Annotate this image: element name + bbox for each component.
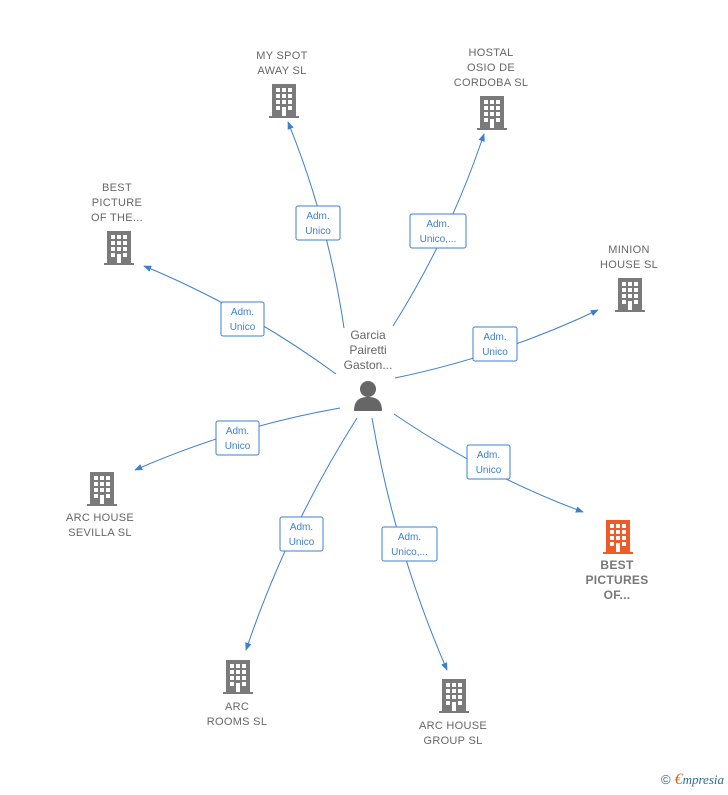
role-badge-arc-house-group[interactable]: Adm. Unico,... <box>381 526 438 562</box>
company-name-line: ROOMS SL <box>207 716 267 728</box>
role-text: Unico <box>476 465 502 476</box>
company-name-line: PICTURES <box>585 573 648 587</box>
role-badge-arc-rooms[interactable]: Adm. Unico <box>279 516 324 552</box>
center-name-line-2: Pairetti <box>349 343 386 357</box>
company-name-line: SEVILLA SL <box>68 527 132 539</box>
role-badge-my-spot-away[interactable]: Adm. Unico <box>295 205 341 241</box>
company-name-line: MY SPOT <box>256 50 307 62</box>
roles-layer: Adm.UnicoAdm.Unico,...Adm.UnicoAdm.Unico… <box>215 205 518 562</box>
company-name-line: OSIO DE <box>467 62 515 74</box>
role-badge-best-picture-of-the[interactable]: Adm. Unico <box>220 301 265 337</box>
copyright-symbol: © <box>661 772 671 787</box>
role-text: Unico,... <box>420 234 457 245</box>
company-node-best-pictures-of[interactable]: BESTPICTURESOF... <box>585 520 648 602</box>
role-badge-box <box>295 205 341 241</box>
center-name-line-1: Garcia <box>350 328 386 342</box>
role-text: Adm. <box>477 450 500 461</box>
company-name-line: BEST <box>102 182 132 194</box>
role-badge-box <box>466 444 511 480</box>
role-badge-box <box>220 301 265 337</box>
company-name-line: ARC <box>225 701 249 713</box>
building-icon <box>269 84 299 118</box>
copyright-footer: ©€mpresia <box>661 771 724 789</box>
company-node-best-picture-of-the[interactable]: BEST PICTURE OF THE... <box>91 182 143 265</box>
building-icon <box>439 679 469 713</box>
role-text: Unico,... <box>391 547 428 558</box>
role-badge-minion-house[interactable]: Adm. Unico <box>472 326 518 362</box>
role-badge-box <box>381 526 438 562</box>
role-text: Unico <box>482 347 508 358</box>
company-name-line: GROUP SL <box>423 735 482 747</box>
company-name-line: HOUSE SL <box>600 259 658 271</box>
role-badge-box <box>279 516 324 552</box>
building-icon <box>223 660 253 694</box>
role-badge-arc-house-sevilla[interactable]: Adm. Unico <box>215 420 260 456</box>
role-badge-box <box>472 326 518 362</box>
company-name-line: CORDOBA SL <box>454 77 529 89</box>
role-text: Adm. <box>306 211 329 222</box>
nodes-layer: MY SPOT AWAY SL HOSTAL OSIO DE CORDOBA SL BES… <box>66 47 658 747</box>
company-name-line: MINION <box>608 244 650 256</box>
empresia-logo-text: mpresia <box>682 772 724 787</box>
company-name-line: HOSTAL <box>469 47 514 59</box>
company-name-line: ARC HOUSE <box>419 720 487 732</box>
role-badge-box <box>215 420 260 456</box>
company-name-line: OF... <box>604 588 631 602</box>
building-icon <box>104 231 134 265</box>
role-text: Unico <box>305 226 331 237</box>
role-text: Adm. <box>426 219 449 230</box>
center-name-line-3: Gaston... <box>344 358 393 372</box>
company-node-arc-house-group[interactable]: ARC HOUSE GROUP SL <box>419 679 487 747</box>
role-text: Adm. <box>483 332 506 343</box>
building-icon <box>603 520 633 554</box>
center-person[interactable]: Garcia Pairetti Gaston... <box>344 328 393 411</box>
role-text: Unico <box>289 537 315 548</box>
role-badge-best-pictures-of[interactable]: Adm. Unico <box>466 444 511 480</box>
building-icon <box>477 96 507 130</box>
company-node-hostal-osio[interactable]: HOSTAL OSIO DE CORDOBA SL <box>454 47 529 130</box>
company-node-my-spot-away[interactable]: MY SPOT AWAY SL <box>256 50 307 118</box>
company-name-line: AWAY SL <box>257 65 306 77</box>
role-text: Unico <box>230 322 256 333</box>
person-icon <box>354 381 382 411</box>
company-name-line: BEST <box>600 558 634 572</box>
role-badge-hostal-osio[interactable]: Adm. Unico,... <box>409 213 467 249</box>
empresia-logo-initial: € <box>674 771 683 788</box>
company-node-minion-house[interactable]: MINION HOUSE SL <box>600 244 658 312</box>
company-name-line: PICTURE <box>92 197 142 209</box>
role-text: Unico <box>225 441 251 452</box>
role-text: Adm. <box>398 532 421 543</box>
company-node-arc-rooms[interactable]: ARC ROOMS SL <box>207 660 267 728</box>
company-name-line: ARC HOUSE <box>66 512 134 524</box>
role-text: Adm. <box>226 426 249 437</box>
role-text: Adm. <box>231 307 254 318</box>
company-name-line: OF THE... <box>91 212 143 224</box>
building-icon <box>615 278 645 312</box>
role-badge-box <box>409 213 467 249</box>
role-text: Adm. <box>290 522 313 533</box>
company-node-arc-house-sevilla[interactable]: ARC HOUSE SEVILLA SL <box>66 472 134 539</box>
building-icon <box>87 472 117 506</box>
